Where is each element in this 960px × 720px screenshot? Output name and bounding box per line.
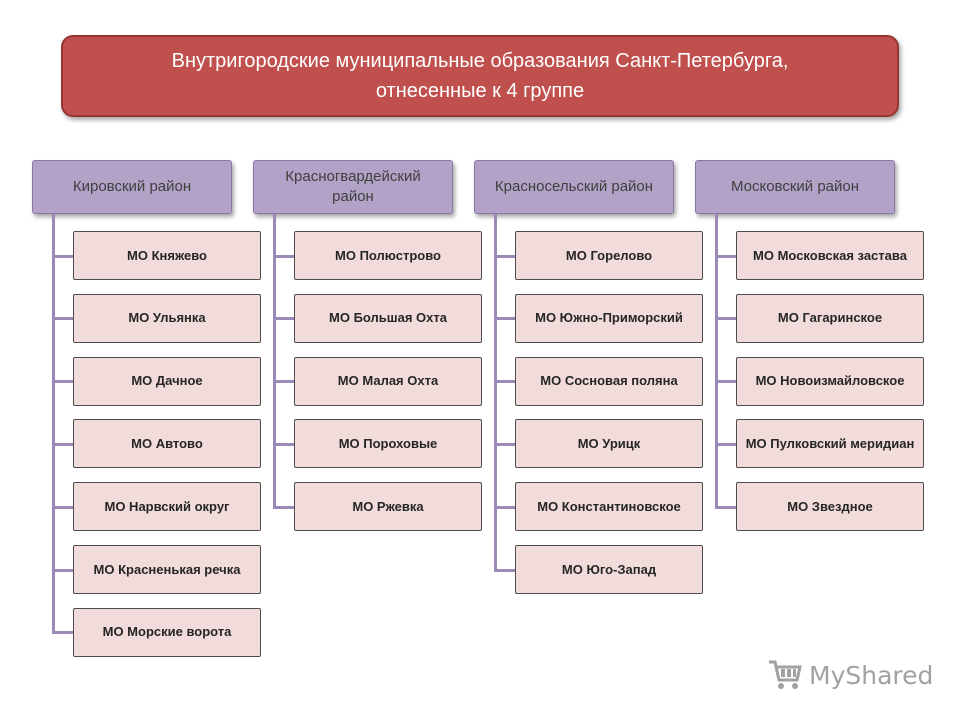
connector-horizontal [274, 505, 294, 509]
connector-horizontal [495, 254, 515, 258]
municipality-box: МО Сосновая поляна [515, 356, 703, 406]
connector-horizontal [716, 442, 736, 446]
title-banner: Внутригородские муниципальные образовани… [61, 35, 899, 117]
municipality-box: МО Полюстрово [294, 231, 482, 280]
municipality-box: МО Дачное [73, 356, 261, 406]
page-title: Внутригородские муниципальные образовани… [172, 46, 789, 106]
title-line-2: отнесенные к 4 группе [375, 80, 585, 102]
connector-vertical [494, 214, 497, 572]
municipality-box: МО Гагаринское [736, 293, 924, 343]
connector-horizontal [53, 442, 73, 446]
connector-horizontal [495, 442, 515, 446]
watermark: MyShared [767, 655, 933, 695]
district-header: Кировский район [32, 160, 232, 214]
connector-horizontal [53, 380, 73, 384]
district-header: Красногвардейский район [253, 160, 453, 214]
municipality-box: МО Автово [73, 419, 261, 469]
municipality-box: МО Пулковский меридиан [736, 419, 924, 469]
connector-horizontal [495, 505, 515, 509]
connector-horizontal [495, 317, 515, 321]
connector-horizontal [716, 380, 736, 384]
connector-horizontal [53, 317, 73, 321]
connector-horizontal [495, 380, 515, 384]
district-header: Московский район [695, 160, 895, 214]
municipality-box: МО Урицк [515, 419, 703, 469]
connector-horizontal [274, 442, 294, 446]
municipality-box: МО Новоизмайловское [736, 356, 924, 406]
connector-horizontal [716, 254, 736, 258]
municipality-box: МО Княжево [73, 231, 261, 280]
connector-horizontal [274, 317, 294, 321]
title-line-1: Внутригородские муниципальные образовани… [171, 50, 789, 72]
municipality-box: МО Южно-Приморский [515, 293, 703, 343]
connector-horizontal [495, 568, 515, 572]
district-header: Красносельский район [474, 160, 674, 214]
municipality-box: МО Нарвский округ [73, 482, 261, 532]
municipality-box: МО Звездное [736, 482, 924, 532]
connector-horizontal [716, 317, 736, 321]
connector-horizontal [53, 631, 73, 635]
municipality-box: МО Юго-Запад [515, 545, 703, 594]
connector-horizontal [716, 505, 736, 509]
connector-horizontal [274, 380, 294, 384]
connector-horizontal [53, 254, 73, 258]
connector-horizontal [53, 505, 73, 509]
municipality-box: МО Ржевка [294, 482, 482, 532]
municipality-box: МО Московская застава [736, 231, 924, 280]
connector-horizontal [274, 254, 294, 258]
municipality-box: МО Большая Охта [294, 293, 482, 343]
watermark-text: MyShared [809, 660, 934, 690]
municipality-box: МО Малая Охта [294, 356, 482, 406]
municipality-box: МО Ульянка [73, 293, 261, 343]
connector-vertical [52, 214, 55, 635]
shopping-cart-icon [769, 660, 802, 689]
municipality-box: МО Красненькая речка [73, 545, 261, 594]
municipality-box: МО Горелово [515, 231, 703, 280]
municipality-box: МО Пороховые [294, 419, 482, 469]
connector-horizontal [53, 568, 73, 572]
connector-vertical [715, 214, 718, 509]
municipality-box: МО Константиновское [515, 482, 703, 532]
connector-vertical [273, 214, 276, 509]
municipality-box: МО Морские ворота [73, 607, 261, 657]
